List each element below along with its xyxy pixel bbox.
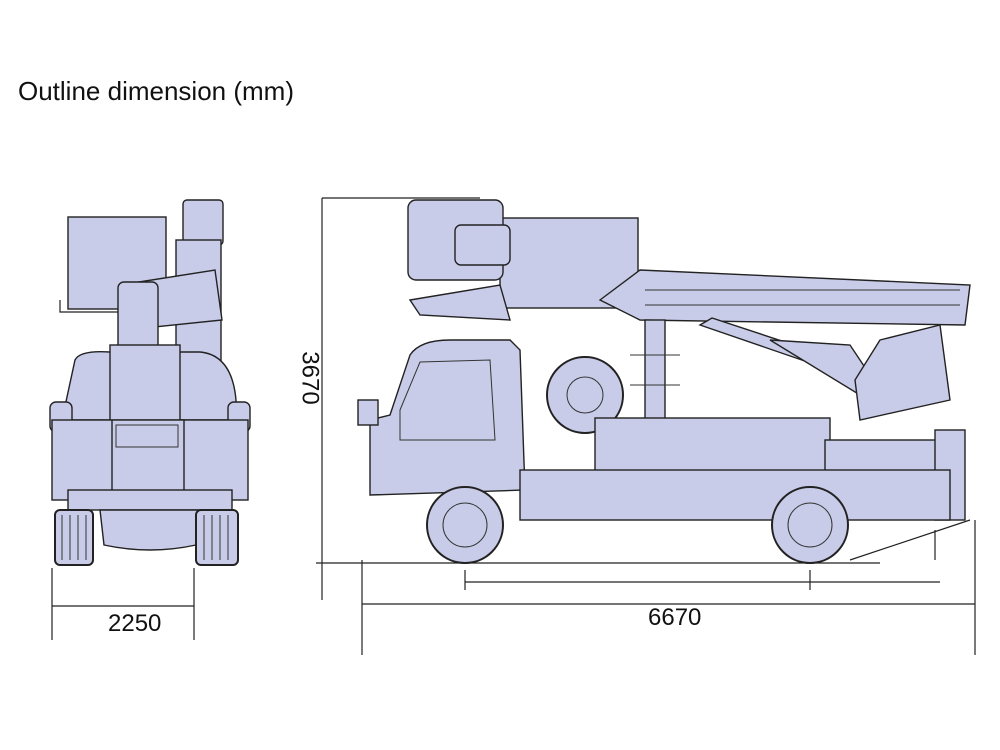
side-chassis <box>519 469 951 521</box>
front-view <box>49 199 251 566</box>
height-dimension-lines <box>316 197 976 655</box>
length-dimension: 6670 <box>648 604 702 631</box>
height-dimension: 3670 <box>296 351 324 405</box>
width-dimension: 2250 <box>108 610 162 637</box>
front-right-wheel <box>195 509 239 566</box>
side-boom <box>598 269 971 326</box>
side-cab <box>369 339 526 496</box>
spare-wheel <box>546 356 624 434</box>
front-left-wheel <box>54 509 94 566</box>
rear-wheel <box>771 486 849 564</box>
diagram-title: Outline dimension (mm) <box>18 76 294 106</box>
front-turret <box>109 344 181 426</box>
width-dimension-lines <box>51 568 195 640</box>
front-bumper <box>67 489 233 511</box>
side-turret <box>854 324 951 421</box>
front-camera-head <box>182 199 224 246</box>
side-toolbox <box>594 417 831 474</box>
front-wheel <box>426 486 504 564</box>
side-view <box>357 199 971 564</box>
